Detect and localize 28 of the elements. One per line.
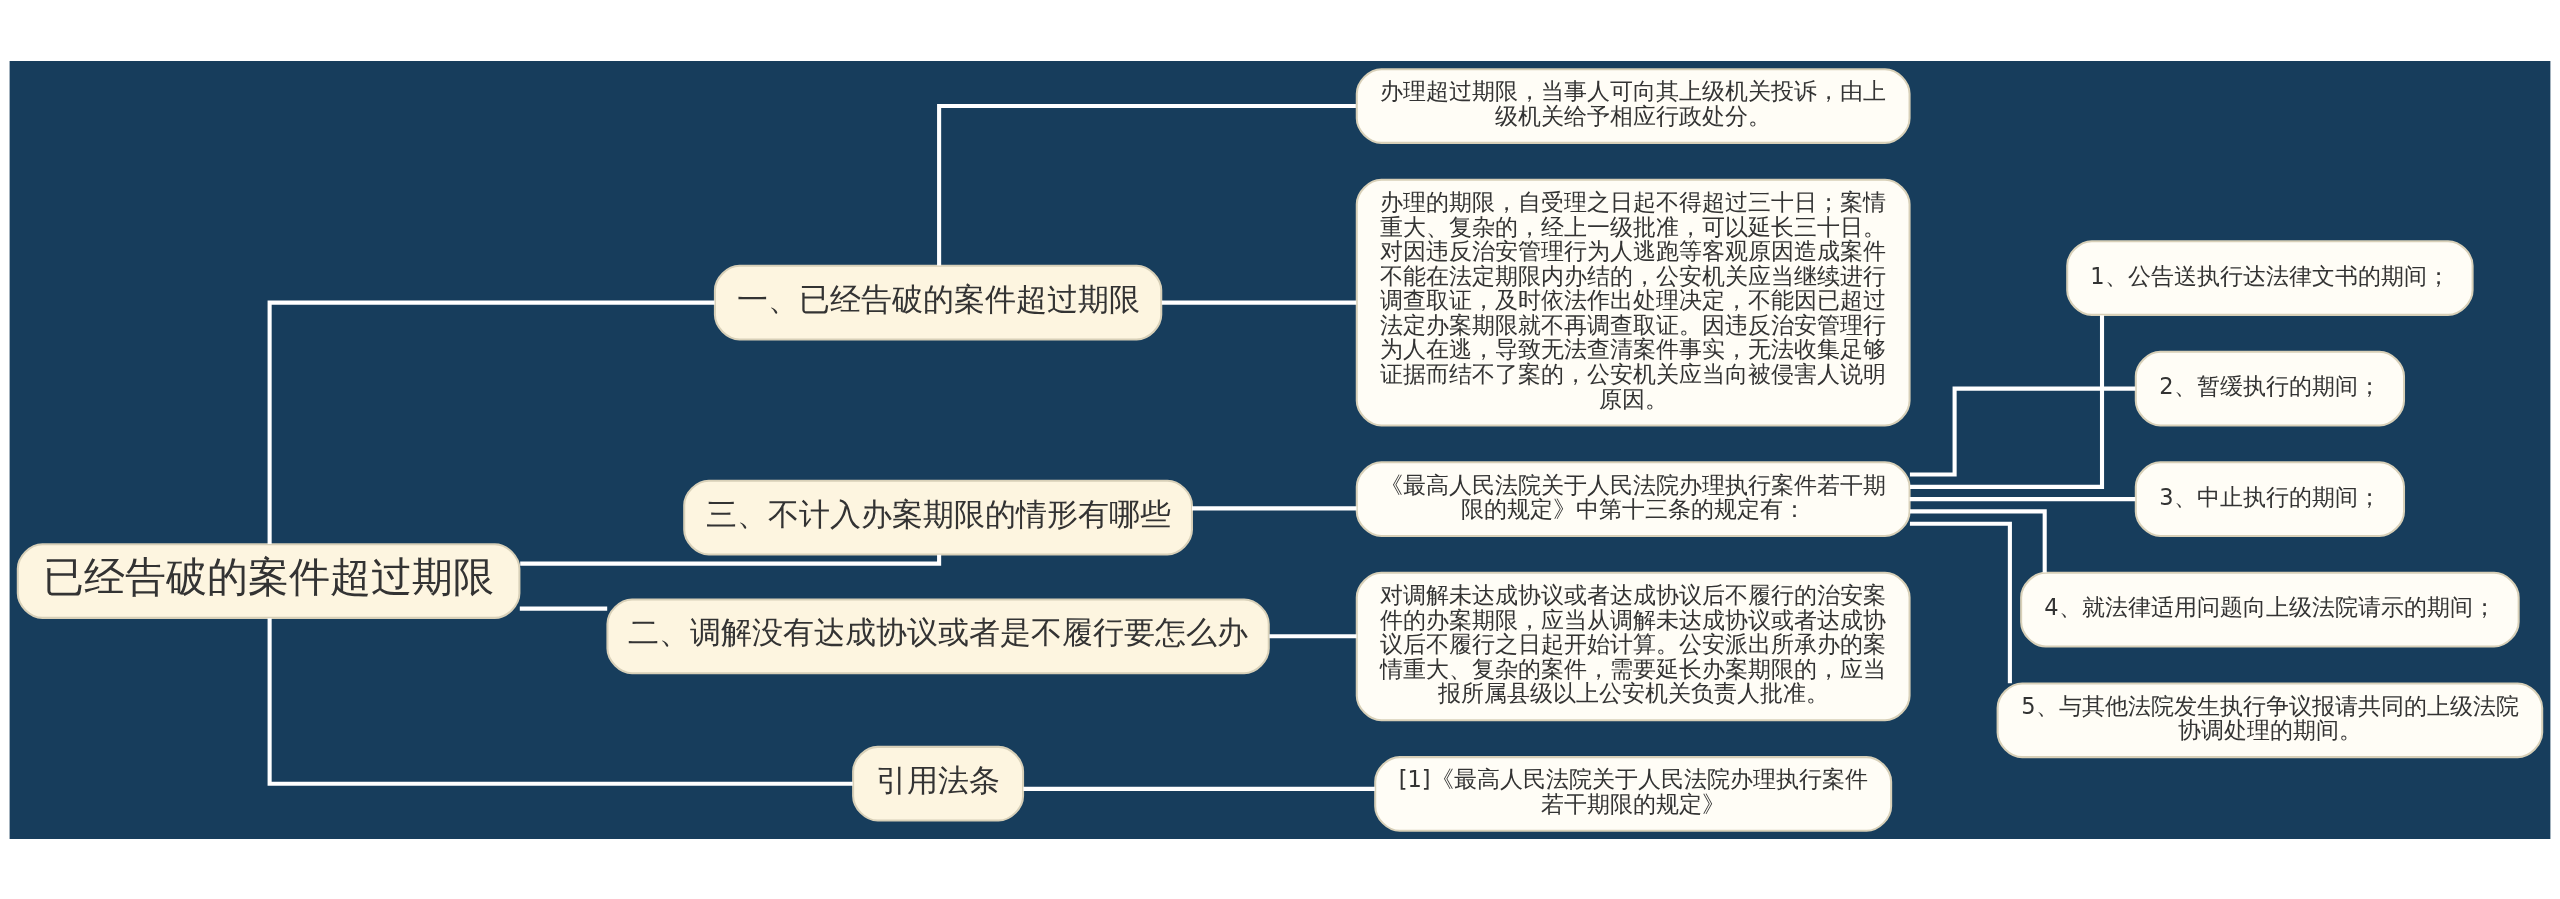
node-box: 二、调解没有达成协议或者是不履行要怎么办 (606, 597, 1270, 674)
connector (1023, 786, 1375, 791)
connector (1910, 314, 2105, 489)
node-box: 对调解未达成协议或者达成协议后不履行的治安案件的办案期限，应当从调解未达成协议或者达成协议后不履行之日起开始计算。公安派出所承办的案情重大、复杂的案件，需要延长办案期限的，应当报所属县级以上公安机关负责人批准。 (1355, 571, 1911, 721)
node-box: 5、与其他法院发生执行争议报请共同的上级法院协调处理的期间。 (1996, 681, 2544, 758)
connector (1192, 505, 1357, 510)
connector (519, 606, 608, 611)
connector (267, 617, 853, 786)
node-box: 《最高人民法院关于人民法院办理执行案件若干期限的规定》中第十三条的规定有： (1355, 460, 1911, 537)
connector (1909, 496, 2136, 501)
node-box: 3、中止执行的期间； (2134, 460, 2406, 537)
node-box: 2、暂缓执行的期间； (2134, 350, 2406, 426)
node-box: 三、不计入办案期限的情形有哪些 (683, 479, 1193, 555)
node-box: 办理超过期限，当事人可向其上级机关投诉，由上级机关给予相应行政处分。 (1355, 67, 1911, 144)
node-box: 引用法条 (852, 745, 1025, 822)
connector (937, 103, 1356, 266)
connector (1909, 508, 2047, 573)
node-box: 办理的期限，自受理之日起不得超过三十日；案情重大、复杂的，经上一级批准，可以延长三十日。对因违反治安管理行为人逃跑等客观原因造成案件不能在法定期限内办结的，公安机关应当继续进行调查取证，及时依法作出处理决定，不能因已超过法定办案期限就不再调查取证。因违反治安管理行为人在逃，导致无法查清案件事实，无法收集足够证据而结不了案的，公安机关应当向被侵害人说明原因。 (1355, 178, 1911, 426)
connector (1909, 521, 2012, 683)
connector (267, 300, 715, 544)
connector (1161, 300, 1357, 305)
connector (1269, 633, 1357, 638)
node-box: 已经告破的案件超过期限 (16, 542, 521, 619)
node-box: [1]《最高人民法院关于人民法院办理执行案件若干期限的规定》 (1374, 755, 1893, 832)
node-box: 一、已经告破的案件超过期限 (713, 264, 1163, 340)
connector (1909, 386, 2136, 477)
node-box: 1、公告送执行达法律文书的期间； (2066, 239, 2474, 316)
node-box: 4、就法律适用问题向上级法院请示的期间； (2020, 571, 2520, 648)
